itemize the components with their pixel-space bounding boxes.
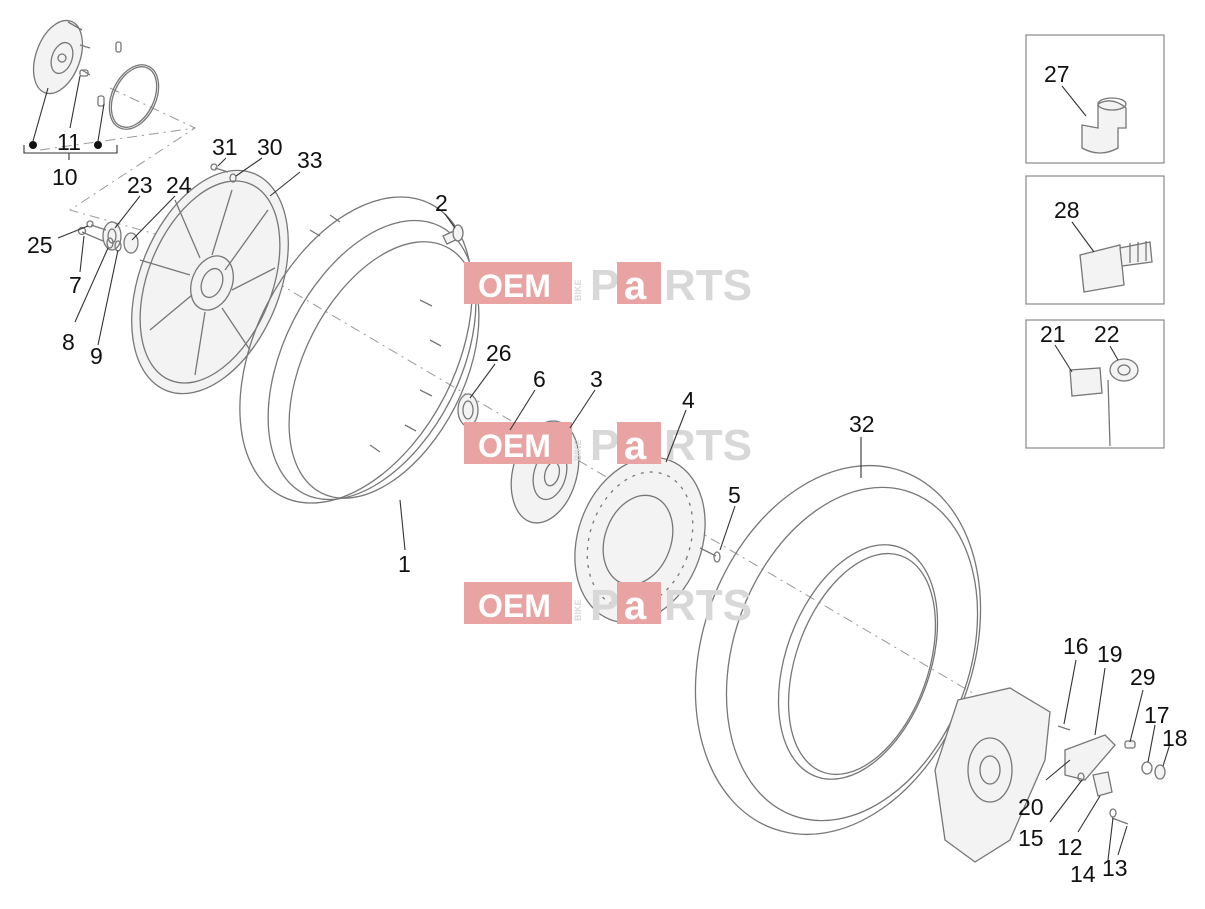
watermark-bike-text: BIKE: [573, 439, 583, 461]
callout-12: 12: [1057, 834, 1083, 860]
watermark-a-text: a: [624, 264, 647, 308]
callout-29: 29: [1130, 664, 1156, 690]
callout-9: 9: [90, 343, 103, 369]
callout-19: 19: [1097, 641, 1123, 667]
caliper-bracket-parts: [1057, 725, 1166, 825]
callout-25: 25: [27, 232, 53, 258]
transmission-cover-part: [934, 687, 1051, 863]
callout-3: 3: [590, 366, 603, 392]
watermark-oem-text: OEM: [478, 428, 551, 464]
wheel-rim-part: [239, 196, 480, 504]
bullet-dot: [29, 141, 37, 149]
callout-2: 2: [435, 190, 448, 216]
assembly-axis-lines: [39, 87, 1011, 716]
group-bracket-10: [23, 75, 118, 160]
callout-14: 14: [1070, 861, 1096, 887]
watermark-a-text: a: [624, 584, 647, 628]
callout-31: 31: [212, 134, 238, 160]
bullet-dot: [94, 141, 102, 149]
brake-disc-part: [574, 456, 706, 624]
callout-6: 6: [533, 366, 546, 392]
watermark-rts-text: RTS: [664, 261, 752, 310]
callout-15: 15: [1018, 825, 1044, 851]
watermark-top: OEM BIKE P a RTS: [464, 261, 752, 310]
inset-box-21-22: [1025, 319, 1165, 449]
callout-21: 21: [1040, 321, 1066, 347]
callout-28: 28: [1054, 197, 1080, 223]
screw-parts: [77, 163, 237, 252]
watermark-rts-text: RTS: [664, 581, 752, 630]
disc-screw-part: [699, 547, 721, 563]
callout-33: 33: [297, 147, 323, 173]
callout-23: 23: [127, 172, 153, 198]
watermark-oem-text: OEM: [478, 588, 551, 624]
callout-labels: 11 10 31 30 33 23 24 25 7 8 9 2 26 6 3 4…: [27, 61, 1188, 887]
callout-8: 8: [62, 329, 75, 355]
callout-4: 4: [682, 387, 695, 413]
tyre-part: [694, 464, 982, 836]
callout-26: 26: [486, 340, 512, 366]
inset-box-28: [1025, 175, 1165, 305]
wheel-cover-part: [131, 169, 289, 395]
watermark-oem-text: OEM: [478, 268, 551, 304]
hub-cap-part: [32, 19, 91, 95]
watermark-a-text: a: [624, 424, 647, 468]
callout-7: 7: [69, 272, 82, 298]
watermark-bike-text: BIKE: [573, 279, 583, 301]
clip-parts: [79, 41, 122, 107]
inset-box-27: [1025, 34, 1165, 164]
callout-18: 18: [1162, 725, 1188, 751]
valve-part: [442, 224, 464, 245]
watermark-rts-text: RTS: [664, 421, 752, 470]
callout-13: 13: [1102, 855, 1128, 881]
oil-seal-part: [457, 393, 479, 427]
callout-30: 30: [257, 134, 283, 160]
callout-16: 16: [1063, 633, 1089, 659]
watermark-bottom: OEM BIKE P a RTS: [464, 581, 752, 630]
callout-11: 11: [57, 129, 81, 155]
watermark-p-text: P: [590, 421, 619, 470]
watermark-p-text: P: [590, 581, 619, 630]
watermark-p-text: P: [590, 261, 619, 310]
watermark-middle: OEM BIKE P a RTS: [464, 421, 752, 470]
callout-32: 32: [849, 411, 875, 437]
callout-27: 27: [1044, 61, 1070, 87]
leader-lines: [57, 157, 1171, 861]
callout-22: 22: [1094, 321, 1120, 347]
callout-5: 5: [728, 482, 741, 508]
o-ring-part: [108, 64, 160, 130]
callout-10: 10: [52, 164, 78, 190]
watermark-bike-text: BIKE: [573, 599, 583, 621]
callout-17: 17: [1144, 702, 1170, 728]
callout-1: 1: [398, 551, 411, 577]
callout-20: 20: [1018, 794, 1044, 820]
callout-24: 24: [166, 172, 192, 198]
